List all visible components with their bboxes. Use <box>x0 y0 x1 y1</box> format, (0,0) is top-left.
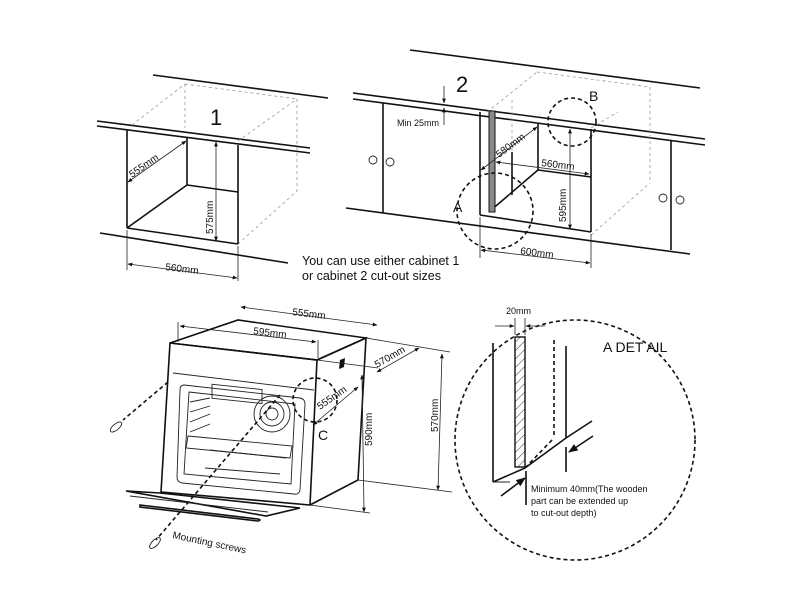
cabinet-2-min-gap-label: Min 25mm <box>397 118 439 128</box>
cabinet-2-drawing <box>345 49 706 268</box>
detail-a-panel-width-label: 20mm <box>506 306 531 316</box>
detail-a-note-line-3: to cut-out depth) <box>531 508 597 518</box>
detail-a-title: A DET AIL <box>603 339 668 355</box>
oven-top-depth-label: 555mm <box>292 307 326 322</box>
cabinet-2-width-label: 560mm <box>541 158 575 173</box>
detail-a-note-line-2: part can be extended up <box>531 496 628 506</box>
cabinet-note-line-1: You can use either cabinet 1 <box>302 254 459 268</box>
cabinet-2-depth-label: 580mm <box>494 132 527 161</box>
detail-a-drawing <box>454 318 696 561</box>
oven-front-height-label: 590mm <box>364 413 375 446</box>
cabinet-2-number: 2 <box>456 72 468 97</box>
callout-b-label: B <box>589 88 598 104</box>
oven-drawing <box>109 305 453 549</box>
callout-c-label: C <box>318 427 328 443</box>
oven-body-height-label: 570mm <box>430 399 441 432</box>
cabinet-2-outer-width-label: 600mm <box>520 246 554 261</box>
oven-front-width-label: 595mm <box>253 326 287 341</box>
mounting-screws-label: Mounting screws <box>171 530 247 556</box>
cabinet-1-depth-label: 555mm <box>127 152 161 180</box>
callout-a-label: A <box>453 199 463 215</box>
cabinet-2-height-label: 595mm <box>558 189 569 222</box>
cabinet-1-height-label: 575mm <box>205 201 216 234</box>
cabinet-1-drawing <box>96 74 329 281</box>
cabinet-note-line-2: or cabinet 2 cut-out sizes <box>302 269 441 283</box>
cabinet-1-number: 1 <box>210 105 222 130</box>
cabinet-1-width-label: 560mm <box>165 262 199 277</box>
detail-a-note-line-1: Minimum 40mm(The wooden <box>531 484 648 494</box>
